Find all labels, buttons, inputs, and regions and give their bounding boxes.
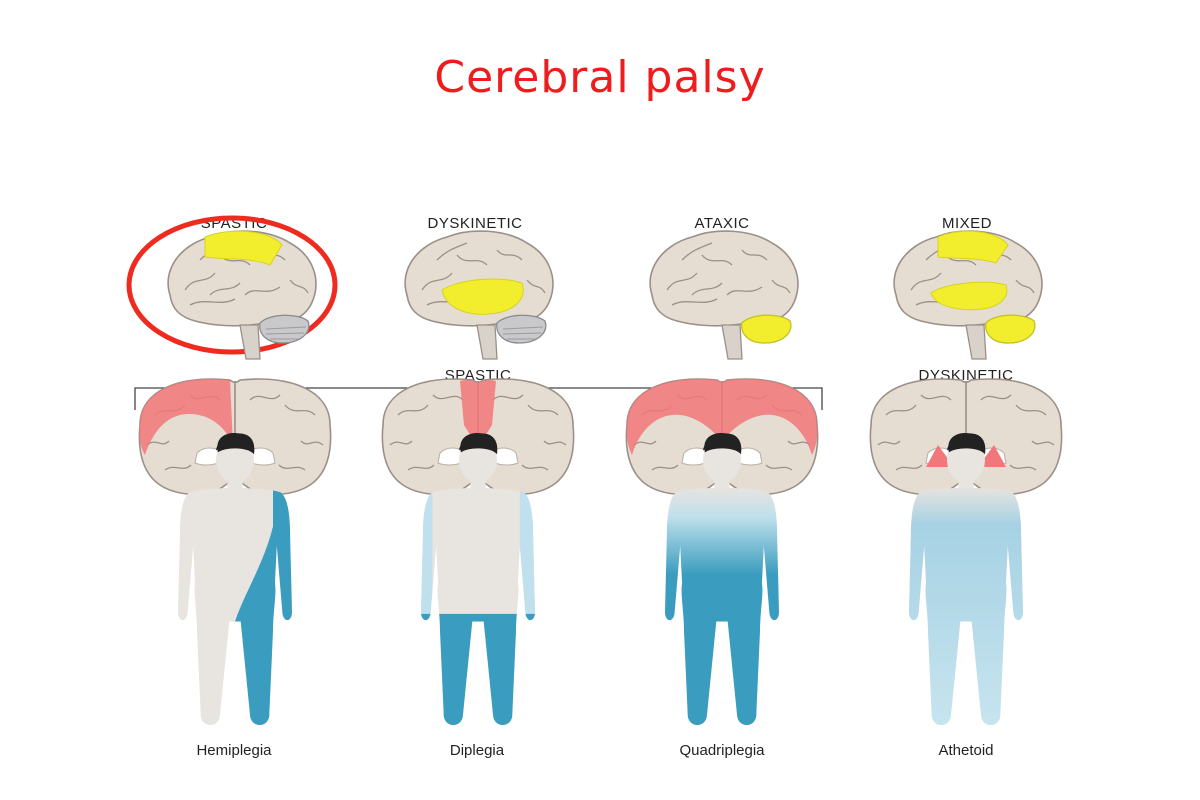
brain-lateral-mixed — [893, 230, 1043, 360]
caption-diplegia: Diplegia — [449, 742, 505, 759]
label-dyskinetic: DYSKINETIC — [427, 215, 523, 232]
label-ataxic: ATAXIC — [694, 215, 750, 232]
brain-lateral-dyskinetic — [404, 230, 554, 360]
brain-coronal-quadriplegia — [625, 378, 819, 496]
brain-coronal-hemiplegia — [138, 378, 332, 496]
brain-lateral-ataxic — [649, 230, 799, 360]
brain-coronal-athetoid — [869, 378, 1063, 496]
caption-hemiplegia: Hemiplegia — [196, 742, 272, 759]
page-title: Cerebral palsy — [434, 52, 766, 103]
label-mixed: MIXED — [941, 215, 992, 232]
highlight-circle — [126, 215, 338, 355]
brain-lateral-spastic — [167, 230, 317, 360]
caption-quadriplegia: Quadriplegia — [679, 742, 765, 759]
brain-coronal-diplegia — [381, 378, 575, 496]
caption-athetoid: Athetoid — [938, 742, 994, 759]
